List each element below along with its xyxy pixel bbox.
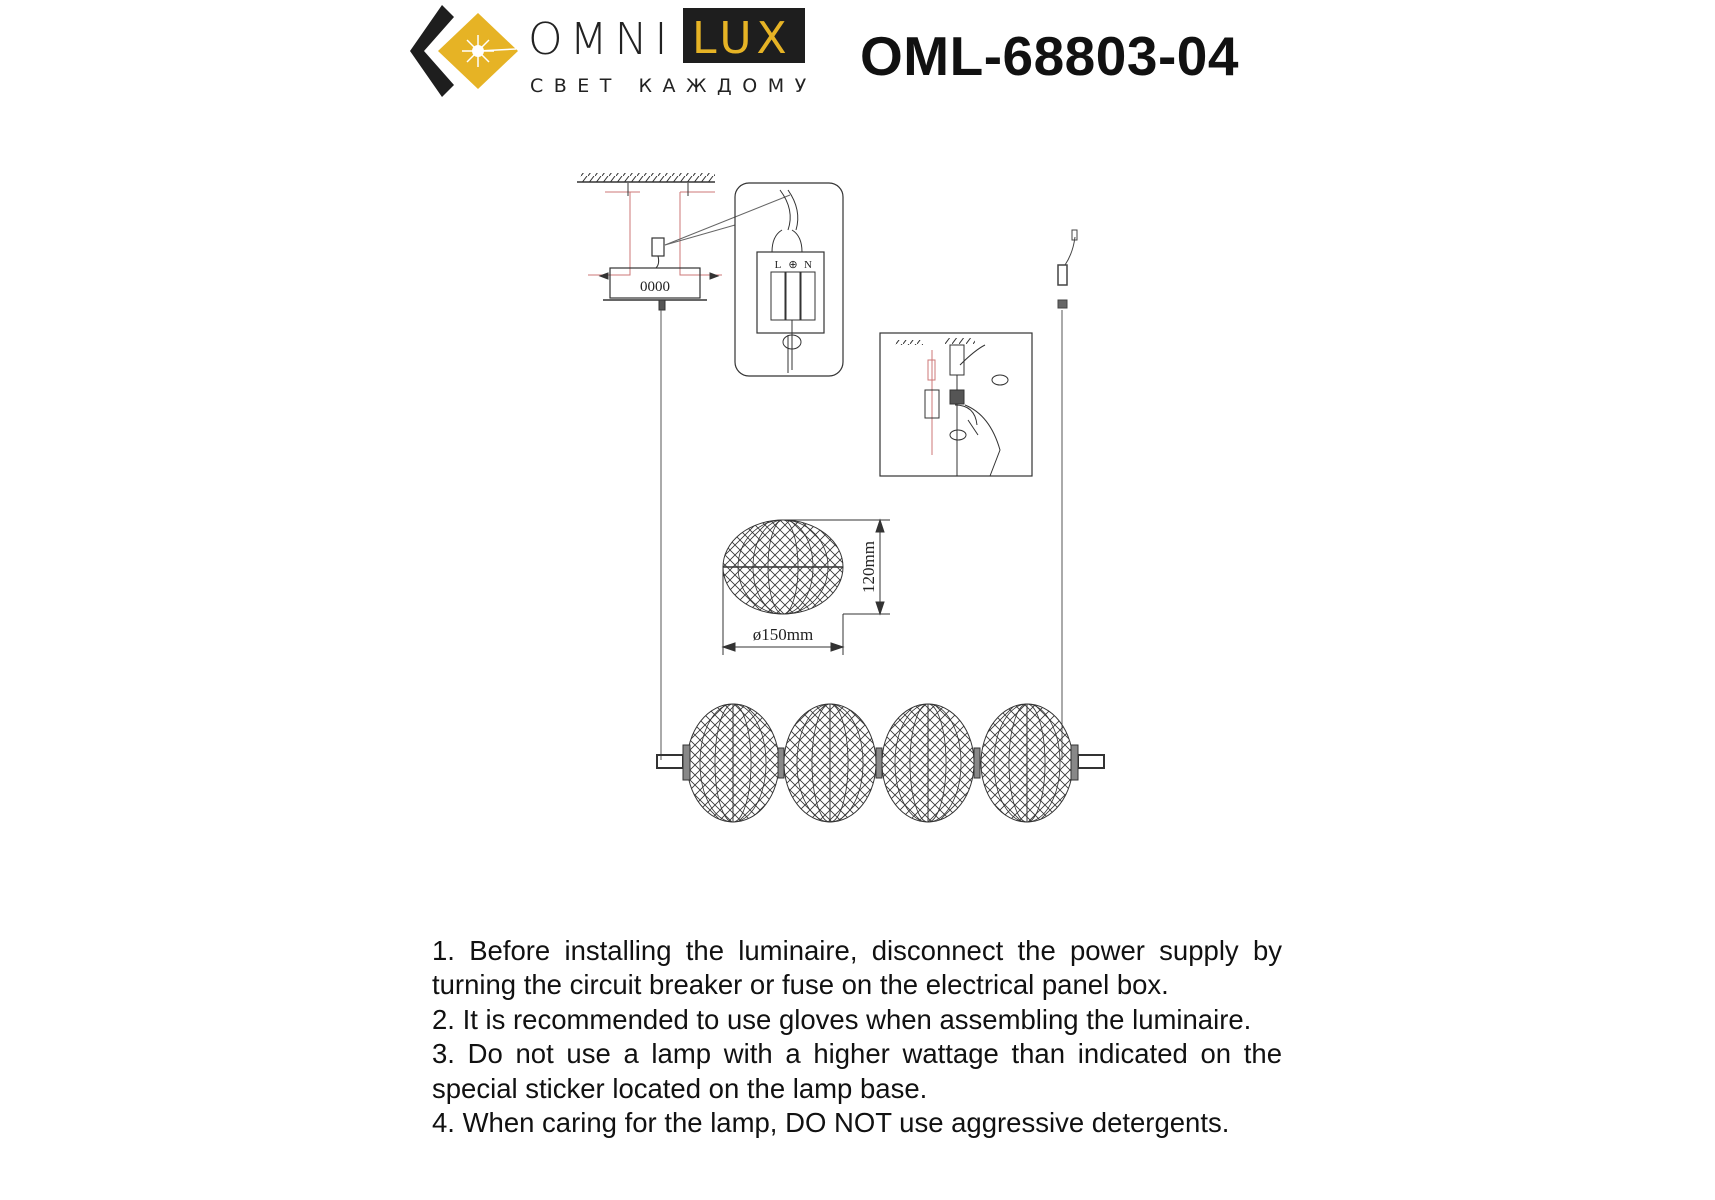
shade-single xyxy=(721,518,890,655)
model-number: OML-68803-04 xyxy=(860,25,1239,87)
instruction-item: 3. Do not use a lamp with a higher watta… xyxy=(432,1038,1282,1104)
logo-text-lux: LUX xyxy=(692,13,792,64)
logo-text-omni: OMNI xyxy=(528,14,675,65)
instruction-item: 4. When caring for the lamp, DO NOT use … xyxy=(432,1107,1230,1139)
terminal-label-ground: ⊕ xyxy=(788,259,797,271)
logo-lux-box xyxy=(683,8,805,63)
instruction-item: 2. It is recommended to use gloves when … xyxy=(432,1003,1252,1035)
ceiling-canopy xyxy=(577,173,791,760)
logo-tagline: СВЕТ КАЖДОМУ xyxy=(530,75,817,97)
terminal-detail xyxy=(734,182,844,377)
canopy-label: 0000 xyxy=(640,279,670,295)
logo-mark xyxy=(410,5,518,97)
installation-diagram: 0000 L ⊕ N xyxy=(577,173,1105,823)
instruction-item: 1. Before installing the luminaire, disc… xyxy=(432,935,1282,1001)
right-anchor xyxy=(1057,229,1078,760)
height-dimension: 120mm xyxy=(859,541,878,593)
anchor-detail xyxy=(879,332,1033,477)
luminaire-assembly xyxy=(656,703,1105,823)
terminal-label-n: N xyxy=(804,259,812,271)
diameter-dimension: ø150mm xyxy=(753,625,813,644)
safety-instructions: 1. Before installing the luminaire, disc… xyxy=(432,934,1282,1140)
terminal-label-l: L xyxy=(775,259,782,271)
